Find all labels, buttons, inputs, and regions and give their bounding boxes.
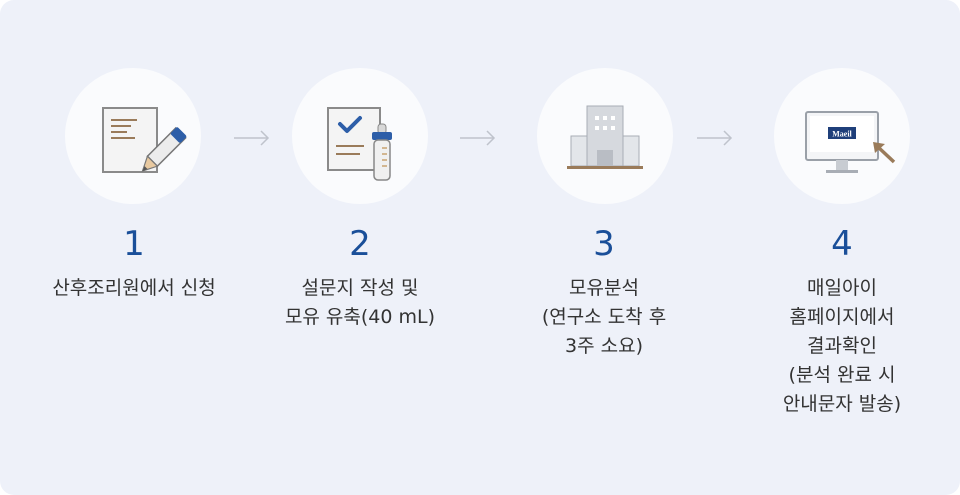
- checklist-bottle-icon: [327, 107, 392, 181]
- step-4-line-2: 홈페이지에서: [789, 306, 895, 328]
- step-2-line-2: 모유 유축(40 mL): [284, 306, 436, 328]
- step-4-description: 매일아이 홈페이지에서 결과확인 (분석 완료 시 안내문자 발송): [722, 274, 960, 419]
- step-1-description: 산후조리원에서 신청: [14, 274, 254, 303]
- step-3-line-2: (연구소 도착 후: [541, 306, 667, 328]
- step-2-description: 설문지 작성 및 모유 유축(40 mL): [240, 274, 480, 332]
- step-1-number: 1: [123, 224, 145, 264]
- step-3-line-1: 모유분석: [569, 277, 639, 299]
- step-4-line-5: 안내문자 발송): [782, 393, 902, 415]
- form-pencil-icon: [102, 107, 187, 173]
- step-4-line-4: (분석 완료 시: [788, 364, 896, 386]
- monitor-cursor-icon: Maeil: [805, 111, 896, 173]
- arrow-right-icon: [697, 130, 733, 146]
- step-2-number: 2: [349, 224, 371, 264]
- step-3-circle: [537, 68, 673, 204]
- arrow-right-icon: [460, 130, 496, 146]
- step-4-number: 4: [831, 224, 853, 264]
- step-4-line-3: 결과확인: [807, 335, 877, 357]
- step-1-circle: [65, 68, 201, 204]
- maeil-logo: Maeil: [832, 130, 852, 139]
- step-3-line-3: 3주 소요): [565, 335, 643, 357]
- step-2-circle: [292, 68, 428, 204]
- step-3-number: 3: [593, 224, 615, 264]
- step-1-line-1: 산후조리원에서 신청: [52, 277, 216, 299]
- step-4-line-1: 매일아이: [807, 277, 877, 299]
- arrow-right-icon: [234, 130, 270, 146]
- step-4-circle: Maeil: [774, 68, 910, 204]
- lab-building-icon: [567, 105, 643, 169]
- step-3-description: 모유분석 (연구소 도착 후 3주 소요): [484, 274, 724, 361]
- step-2-line-1: 설문지 작성 및: [301, 277, 419, 299]
